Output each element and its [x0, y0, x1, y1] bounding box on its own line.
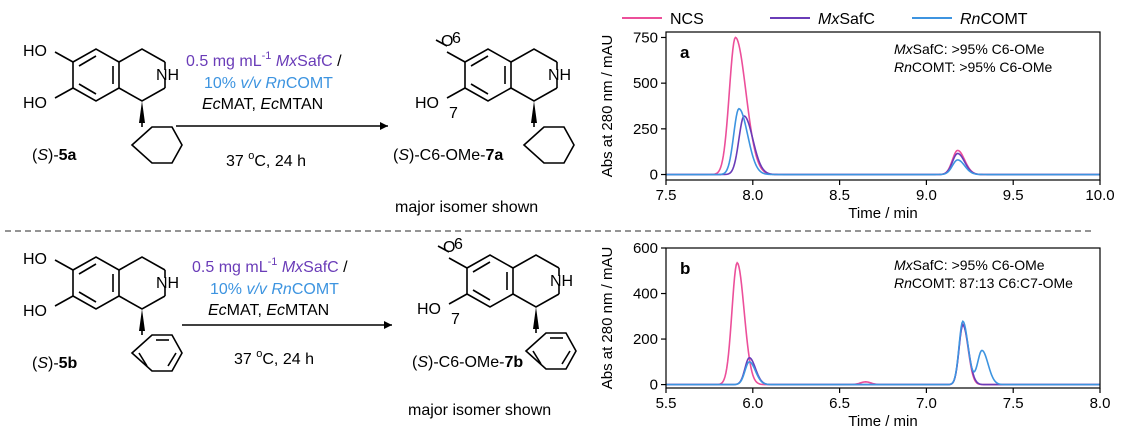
y-tick-label: 400 — [633, 286, 658, 303]
structure-7b — [437, 245, 577, 370]
label-ho-top: HO — [23, 251, 47, 268]
label-ho-bottom: HO — [23, 95, 47, 112]
plot-frame — [665, 31, 1101, 181]
label-nh: NH — [156, 275, 179, 292]
label-sm-a: (S)-5a — [32, 147, 77, 164]
plot-frame — [665, 247, 1101, 389]
structure-5b — [54, 256, 183, 372]
label-ho: HO — [415, 95, 439, 112]
annotation-rncomt: RnCOMT: 87:13 C6:C7-OMe — [894, 275, 1073, 291]
label-sm-b: (S)-5b — [32, 355, 78, 372]
annotation-rncomt: RnCOMT: >95% C6-OMe — [894, 59, 1053, 75]
label-nh: NH — [548, 67, 571, 84]
label-position-7: 7 — [449, 105, 458, 122]
x-axis-label: Time / min — [848, 413, 917, 430]
y-axis-label: Abs at 280 nm / mAU — [599, 247, 616, 390]
y-tick-label: 0 — [650, 167, 658, 184]
x-tick-label: 9.5 — [1003, 187, 1024, 204]
structure-7a — [435, 39, 575, 164]
y-tick-label: 0 — [650, 377, 658, 394]
trace-mx — [666, 323, 1100, 386]
x-tick-label: 7.5 — [656, 187, 677, 204]
cond-mxsafc: 0.5 mg mL-1 MxSafC / — [192, 256, 348, 276]
major-isomer-note-b: major isomer shown — [408, 402, 551, 419]
cond-temp: 37 oC, 24 h — [226, 150, 306, 170]
major-isomer-note-a: major isomer shown — [395, 199, 538, 216]
label-ho-top: HO — [23, 43, 47, 60]
x-tick-label: 5.5 — [656, 395, 677, 412]
label-ho: HO — [417, 301, 441, 318]
cond-temp: 37 oC, 24 h — [234, 348, 314, 368]
x-tick-label: 6.0 — [742, 395, 763, 412]
x-tick-label: 10.0 — [1085, 187, 1114, 204]
structure-5a — [54, 48, 183, 164]
stereo-wedge — [139, 101, 145, 123]
label-nh: NH — [156, 67, 179, 84]
cond-mxsafc: 0.5 mg mL-1 MxSafC / — [186, 50, 342, 70]
label-nh: NH — [550, 273, 573, 290]
legend-label-mx: MxSafC — [818, 11, 875, 28]
label-product-a: (S)-C6-OMe-7a — [393, 147, 503, 164]
label-position-7: 7 — [451, 311, 460, 328]
panel-label: a — [680, 43, 690, 62]
y-tick-label: 250 — [633, 121, 658, 138]
legend-label-rn: RnCOMT — [960, 11, 1028, 28]
label-o: O — [441, 33, 453, 50]
x-tick-label: 6.5 — [829, 395, 850, 412]
x-tick-label: 8.0 — [742, 187, 763, 204]
x-tick-label: 8.5 — [829, 187, 850, 204]
cond-rncomt: 10% v/v RnCOMT — [204, 75, 333, 92]
x-axis-label: Time / min — [848, 205, 917, 222]
y-tick-label: 600 — [633, 240, 658, 257]
annotation-mxsafc: MxSafC: >95% C6-OMe — [894, 257, 1045, 273]
cond-enzymes: EcMAT, EcMTAN — [208, 302, 329, 319]
legend-label-ncs: NCS — [670, 11, 704, 28]
label-position-6: 6 — [454, 236, 463, 253]
x-tick-label: 7.5 — [1003, 395, 1024, 412]
y-tick-label: 750 — [633, 29, 658, 46]
x-tick-label: 8.0 — [1090, 395, 1111, 412]
scheme-a: HO HO NH (S)-5a 0.5 mg mL-1 MxSafC / 10%… — [23, 30, 575, 216]
x-tick-label: 9.0 — [916, 187, 937, 204]
trace-rn — [666, 107, 1100, 176]
scheme-b: HO HO NH (S)-5b 0.5 mg mL-1 MxSafC / 10%… — [23, 236, 577, 419]
panel-label: b — [680, 259, 690, 278]
label-position-6: 6 — [452, 30, 461, 47]
trace-rn — [666, 319, 1100, 386]
y-axis-label: Abs at 280 nm / mAU — [599, 35, 616, 178]
trace-mx — [666, 115, 1100, 176]
label-o: O — [443, 239, 455, 256]
label-product-b: (S)-C6-OMe-7b — [412, 354, 523, 371]
legend: NCS MxSafC RnCOMT — [622, 11, 1028, 28]
y-tick-label: 500 — [633, 75, 658, 92]
y-tick-label: 200 — [633, 331, 658, 348]
cond-enzymes: EcMAT, EcMTAN — [202, 96, 323, 113]
x-tick-label: 7.0 — [916, 395, 937, 412]
label-ho-bottom: HO — [23, 303, 47, 320]
cond-rncomt: 10% v/v RnCOMT — [210, 281, 339, 298]
annotation-mxsafc: MxSafC: >95% C6-OMe — [894, 41, 1045, 57]
